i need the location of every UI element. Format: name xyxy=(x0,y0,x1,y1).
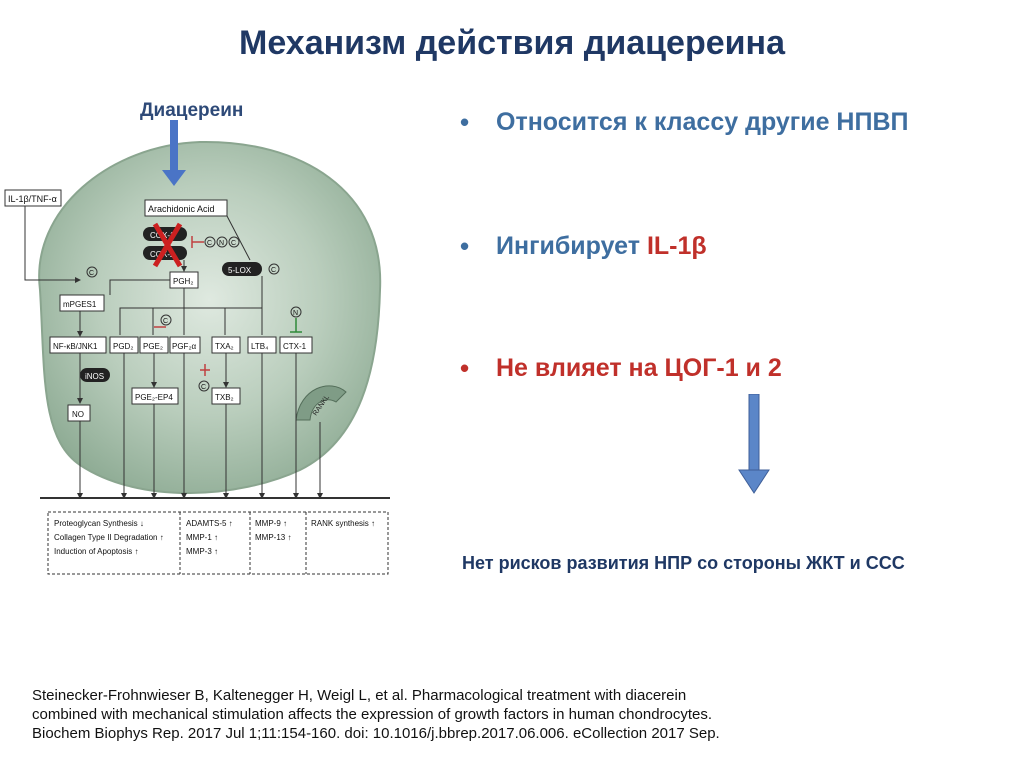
node-5lox: 5-LOX xyxy=(228,266,252,275)
node-nfkb-box xyxy=(49,336,107,354)
marker-c-6: C xyxy=(201,384,206,391)
outcome-arrows xyxy=(77,353,323,499)
node-ltb4: LTB₄ xyxy=(251,342,268,351)
node-nfkb: NF-κB/JNK1 xyxy=(53,342,98,351)
outcomes-box xyxy=(47,511,389,575)
bullet-class: Относится к классу другие НПВП xyxy=(460,102,1020,142)
marker-c-5: C xyxy=(163,318,168,325)
marker-c-2: C xyxy=(231,240,236,247)
bullet-no-cox-text: Не влияет на ЦОГ-1 и 2 xyxy=(496,354,782,382)
marker-c-4: C xyxy=(89,270,94,277)
node-pge2ep4-box xyxy=(131,387,179,405)
outcome-mmp13: MMP-13 ↑ xyxy=(255,533,291,542)
diacerein-arrow xyxy=(162,120,186,186)
node-pgf2a: PGF₂α xyxy=(172,342,197,351)
node-pge2ep4: PGE₂-EP4 xyxy=(135,393,173,402)
node-mpges1: mPGES1 xyxy=(63,300,97,309)
node-pgf2a-box xyxy=(169,336,201,354)
bullet-class-text: Относится к классу другие НПВП xyxy=(496,108,909,136)
chondrocyte-cell xyxy=(38,140,382,494)
node-arachidonic-box xyxy=(144,199,228,217)
marker-n-1: N xyxy=(219,240,224,247)
node-cytokine: IL-1β/TNF-α xyxy=(8,194,57,204)
outcome-mmp9: MMP-9 ↑ xyxy=(255,519,287,528)
bullet-inhibits-accent: IL-1β xyxy=(646,232,707,260)
marker-c-1: C xyxy=(207,240,212,247)
node-pge2: PGE₂ xyxy=(143,342,163,351)
node-arachidonic: Arachidonic Acid xyxy=(148,204,215,214)
outcome-apoptosis: Induction of Apoptosis ↑ xyxy=(54,547,139,556)
bullet-no-cox: Не влияет на ЦОГ-1 и 2 xyxy=(460,348,1020,388)
slide-title: Механизм действия диацереина xyxy=(239,24,785,62)
outcome-rank: RANK synthesis ↑ xyxy=(311,519,375,528)
bullet-inhibits: Ингибирует IL-1β xyxy=(460,226,1020,266)
node-ctx1: CTX-1 xyxy=(283,342,307,351)
conclusion-text: Нет рисков развития НПР со стороны ЖКТ и… xyxy=(462,553,905,573)
outcome-proteoglycan: Proteoglycan Synthesis ↓ xyxy=(54,519,144,528)
drug-label: Диацереин xyxy=(140,100,244,121)
node-inos: iNOS xyxy=(85,372,104,381)
node-no: NO xyxy=(72,410,84,419)
node-pgh2: PGH₂ xyxy=(173,277,193,286)
outcome-adamts5: ADAMTS-5 ↑ xyxy=(186,519,233,528)
node-txb2: TXB₂ xyxy=(215,393,234,402)
node-cytokine-box xyxy=(4,189,62,207)
mechanism-diagram: IL-1β/TNF-α Arachidonic Acid COX-1 COX-2… xyxy=(4,120,390,575)
bullet-inhibits-prefix: Ингибирует xyxy=(496,232,647,260)
marker-n-2: N xyxy=(293,310,298,317)
node-no-box xyxy=(67,404,91,422)
node-txa2: TXA₂ xyxy=(215,342,234,351)
node-mpges1-box xyxy=(59,294,105,312)
down-arrow-icon xyxy=(738,394,770,494)
outcome-collagen: Collagen Type II Degradation ↑ xyxy=(54,533,164,542)
reference-citation: Steinecker-Frohnwieser B, Kaltenegger H,… xyxy=(32,687,720,742)
outcome-mmp3: MMP-3 ↑ xyxy=(186,547,218,556)
cox-blocked-cross xyxy=(152,222,183,268)
outcome-mmp1: MMP-1 ↑ xyxy=(186,533,218,542)
node-pgd2: PGD₂ xyxy=(113,342,133,351)
bullet-list: Относится к классу другие НПВП Ингибируе… xyxy=(460,102,1020,388)
marker-c-3: C xyxy=(271,267,276,274)
